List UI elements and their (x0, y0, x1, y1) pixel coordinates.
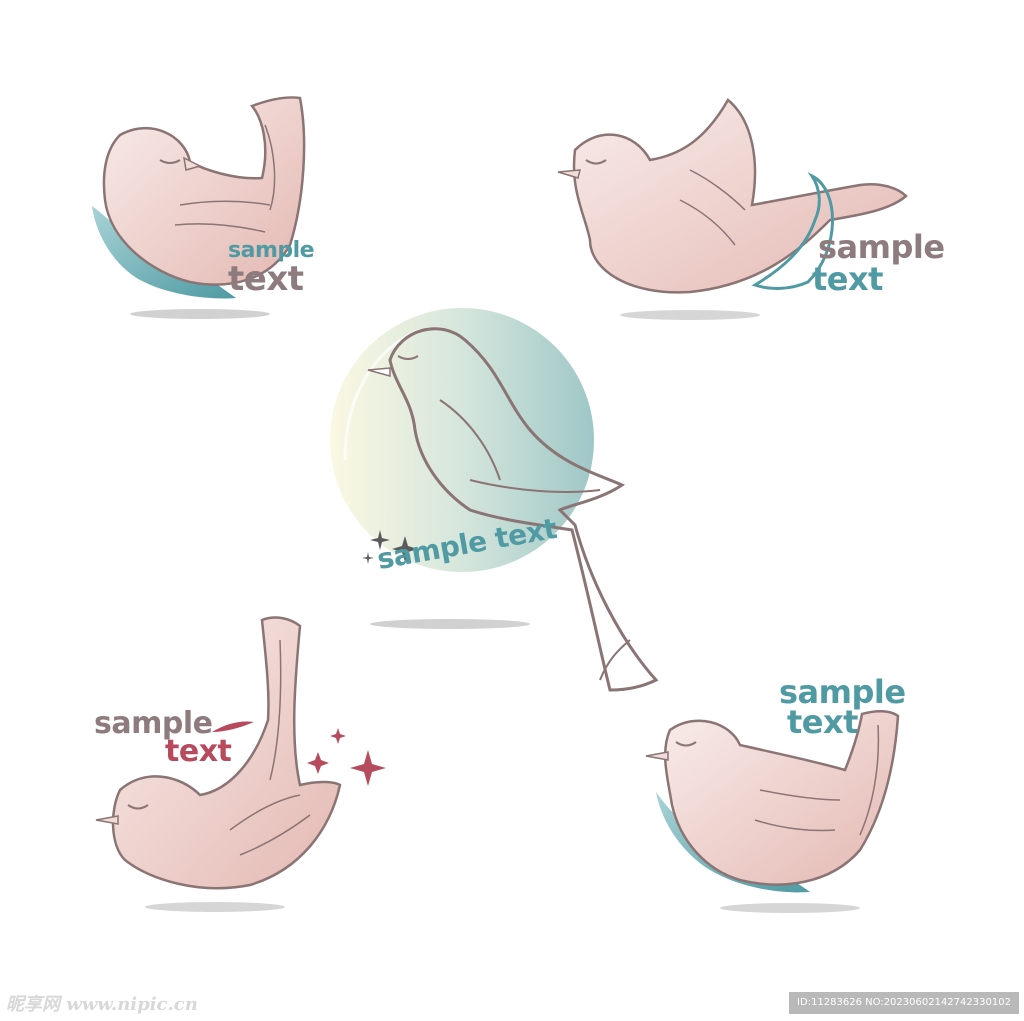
logo-4-line2: text (165, 734, 232, 769)
logo-1-line1: sample (228, 238, 315, 263)
logo-4-bird (95, 616, 386, 890)
logo-5-bird (645, 710, 900, 893)
logo-5-shadow (720, 903, 860, 913)
logo-3-shadow (370, 619, 530, 629)
logo-1-shadow (130, 309, 270, 319)
logo-4-swash-icon (212, 721, 254, 732)
logo-5-line2: text (787, 703, 858, 741)
logo-1-bird (92, 96, 306, 299)
logo-2-ribbon-icon (751, 172, 834, 290)
logo-4-line1: sample (94, 706, 213, 741)
logo-3-bird (330, 308, 659, 692)
logo-2-bird (557, 98, 908, 294)
logo-1-line2: text (228, 259, 304, 299)
watermark-id: ID:11283626 NO:20230602142742330102 (789, 992, 1019, 1014)
logo-2-shadow (620, 310, 760, 320)
logo-4-shadow (145, 902, 285, 912)
logo-5-line1: sample (779, 673, 906, 711)
logo-3-sparkle-icon (362, 530, 418, 564)
logo-2-line1: sample (818, 228, 945, 266)
logo-2-line2: text (812, 260, 883, 298)
logo-4-sparkle-icon (307, 728, 386, 786)
watermark-site: 昵享网 www.nipic.cn (6, 994, 198, 1015)
